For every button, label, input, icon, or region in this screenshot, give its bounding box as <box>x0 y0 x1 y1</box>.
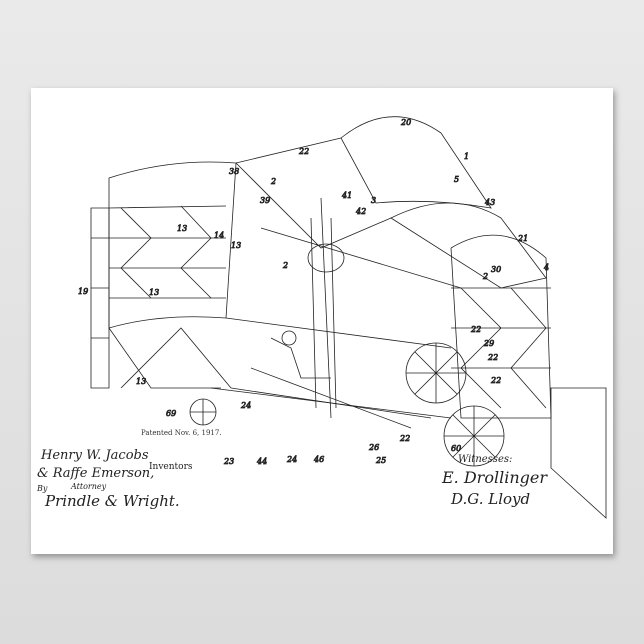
ref-21: 21 <box>517 234 528 243</box>
left-wing-stack <box>91 162 236 388</box>
ref-14: 14 <box>214 231 224 240</box>
central-frame <box>211 138 466 428</box>
ref-23: 23 <box>223 457 234 466</box>
ref-13b: 13 <box>231 241 241 250</box>
ref-42: 42 <box>355 207 366 216</box>
ref-13c: 13 <box>149 288 159 297</box>
ref-22: 22 <box>298 147 309 156</box>
ref-38: 38 <box>229 167 239 176</box>
ref-2b: 2 <box>282 261 288 270</box>
witness-signature-1: E. Drollinger <box>442 468 547 487</box>
ref-1: 1 <box>464 152 469 161</box>
patent-date: Patented Nov. 6, 1917. <box>141 429 222 437</box>
witnesses-label: Witnesses: <box>458 454 512 465</box>
ref-22e: 22 <box>399 434 410 443</box>
ref-30: 30 <box>491 265 501 274</box>
ref-19: 19 <box>78 287 88 296</box>
ref-44: 44 <box>256 457 267 466</box>
ref-4: 4 <box>543 263 549 272</box>
inventors-label: Inventors <box>149 462 193 472</box>
ref-22b: 22 <box>470 325 481 334</box>
ref-13: 13 <box>177 224 187 233</box>
ref-2: 2 <box>270 177 276 186</box>
ref-46: 46 <box>313 455 324 464</box>
ref-43: 43 <box>484 198 495 207</box>
ref-13d: 13 <box>136 377 146 386</box>
ref-29: 29 <box>483 339 494 348</box>
ref-69: 69 <box>166 409 176 418</box>
ref-60: 60 <box>451 444 461 453</box>
ref-41: 41 <box>341 191 352 200</box>
ref-22d: 22 <box>490 376 501 385</box>
ref-39: 39 <box>260 196 270 205</box>
ref-25: 25 <box>375 456 386 465</box>
wheels <box>190 399 504 466</box>
inventor-signature-1: Henry W. Jacobs <box>41 448 149 463</box>
ref-22c: 22 <box>487 353 498 362</box>
ref-5: 5 <box>454 175 459 184</box>
witness-signature-2: D.G. Lloyd <box>451 490 530 508</box>
ref-26: 26 <box>368 443 379 452</box>
attorney-label: Attorney <box>71 482 106 491</box>
ref-24: 24 <box>240 401 251 410</box>
inventor-signature-2: & Raffe Emerson, <box>37 466 154 481</box>
ref-2c: 2 <box>482 272 488 281</box>
ref-20: 20 <box>400 118 411 127</box>
attorney-signature: Prindle & Wright. <box>45 492 180 510</box>
ref-3: 3 <box>371 196 376 205</box>
patent-poster: 38 2 39 22 20 1 5 3 43 41 42 14 13 13 2 … <box>31 88 613 554</box>
ref-24b: 24 <box>286 455 297 464</box>
